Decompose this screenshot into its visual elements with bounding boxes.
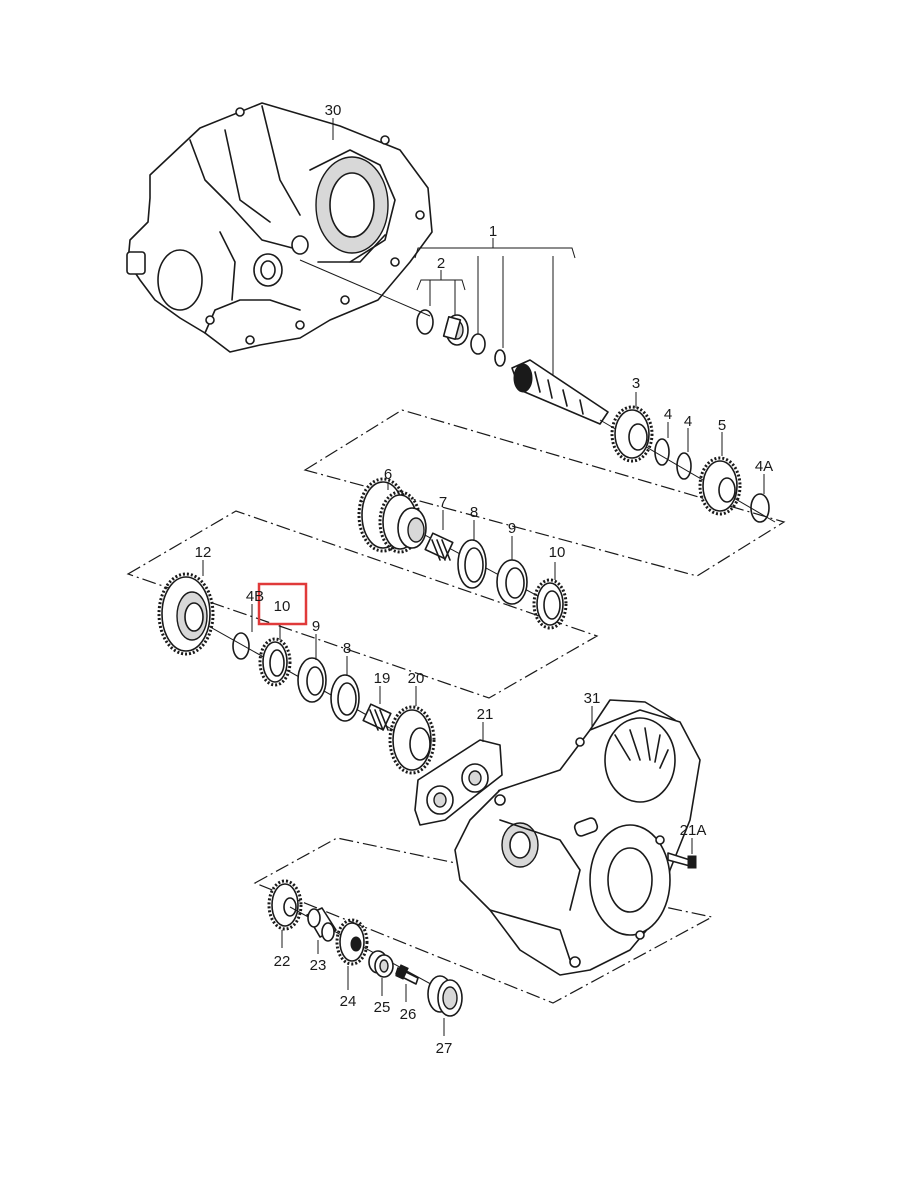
bolt-part-21A — [667, 838, 697, 869]
label-7[interactable]: 7 — [439, 494, 447, 511]
label-6[interactable]: 6 — [384, 466, 392, 483]
label-19[interactable]: 19 — [374, 670, 391, 687]
frame-upper-group — [303, 409, 786, 577]
label-31[interactable]: 31 — [584, 690, 601, 707]
label-4B[interactable]: 4B — [246, 588, 264, 605]
label-1[interactable]: 1 — [489, 223, 497, 240]
label-4-second[interactable]: 4 — [684, 413, 692, 430]
label-21[interactable]: 21 — [477, 706, 494, 723]
gear-part-5 — [698, 432, 742, 516]
shaft-part-1 — [414, 238, 609, 425]
label-9-lower[interactable]: 9 — [312, 618, 320, 635]
gear-part-3 — [599, 392, 776, 523]
label-10-upper[interactable]: 10 — [549, 544, 566, 561]
label-5[interactable]: 5 — [718, 417, 726, 434]
label-12[interactable]: 12 — [195, 544, 212, 561]
housing-part-31 — [454, 699, 701, 976]
label-27[interactable]: 27 — [436, 1040, 453, 1057]
label-30[interactable]: 30 — [325, 102, 342, 119]
gear-part-20 — [388, 686, 436, 775]
synchro-ring-part-8a — [457, 520, 487, 589]
label-10-highlighted[interactable]: 10 — [274, 598, 291, 615]
synchro-ring-part-8b — [330, 656, 360, 722]
label-24[interactable]: 24 — [340, 993, 357, 1010]
label-25[interactable]: 25 — [374, 999, 391, 1016]
label-3[interactable]: 3 — [632, 375, 640, 392]
label-8-lower[interactable]: 8 — [343, 640, 351, 657]
assembly-axis-upper — [299, 259, 431, 317]
highlight-box — [257, 582, 308, 626]
frame-middle-group — [126, 510, 599, 699]
circlip-part-4B — [232, 604, 253, 660]
needle-bearing-part-7 — [424, 510, 454, 561]
gear-part-6 — [357, 477, 561, 609]
group-frames — [126, 409, 786, 1004]
spacer-part-23 — [306, 907, 337, 954]
label-20[interactable]: 20 — [408, 670, 425, 687]
label-4-first[interactable]: 4 — [664, 406, 672, 423]
label-23[interactable]: 23 — [310, 957, 327, 974]
circlip-part-4A — [750, 474, 770, 523]
label-4A[interactable]: 4A — [755, 458, 773, 475]
bearing-part-27 — [427, 975, 463, 1036]
label-21A[interactable]: 21A — [680, 822, 707, 839]
circlip-part-4a — [654, 422, 670, 466]
synchro-ring-part-10a — [532, 562, 568, 630]
bushing-part-25 — [368, 950, 394, 996]
bolt-part-26 — [395, 964, 419, 1002]
ring-part-9b — [297, 634, 327, 703]
needle-bearing-part-19 — [362, 686, 392, 731]
label-2[interactable]: 2 — [437, 255, 445, 272]
label-22[interactable]: 22 — [274, 953, 291, 970]
ring-part-9a — [496, 536, 528, 605]
label-9-upper[interactable]: 9 — [508, 520, 516, 537]
gear-part-12 — [157, 560, 421, 746]
label-8-upper[interactable]: 8 — [470, 504, 478, 521]
part-labels: 30 1 2 3 4 4 5 4A 6 7 8 9 10 12 4B 10 9 … — [195, 102, 774, 1057]
synchro-ring-part-10b — [258, 624, 292, 687]
housing-part-30 — [126, 102, 433, 353]
circlip-part-4b — [676, 428, 692, 480]
gear-part-24 — [335, 918, 369, 990]
label-26[interactable]: 26 — [400, 1006, 417, 1023]
